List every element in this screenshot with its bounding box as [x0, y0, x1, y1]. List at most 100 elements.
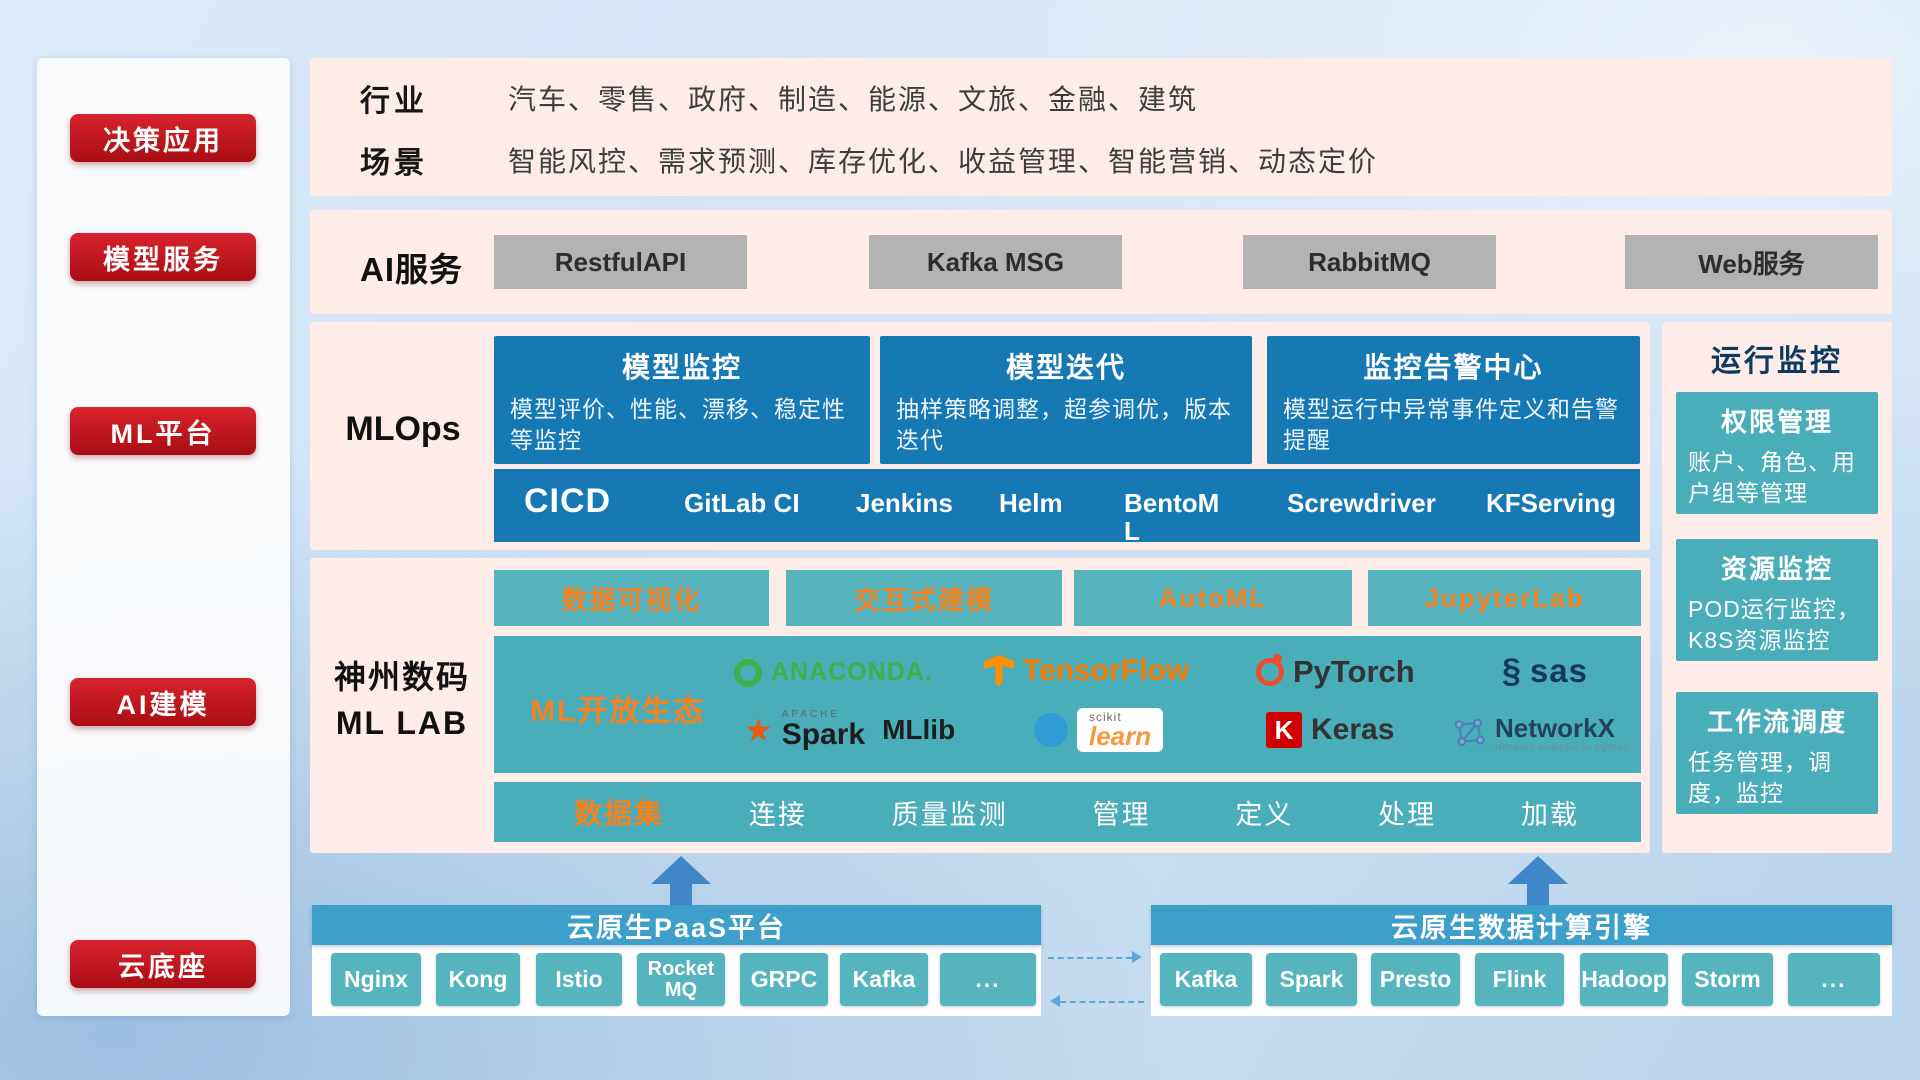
cicd-gitlab-ci: GitLab CI	[684, 488, 800, 518]
card-desc: 账户、角色、用户组等管理	[1688, 449, 1856, 507]
chip-kafka-engine: Kafka	[1160, 953, 1252, 1006]
card-model-monitoring: 模型监控 模型评价、性能、漂移、稳定性等监控	[494, 336, 870, 464]
arrow-head	[651, 856, 711, 884]
chip-presto: Presto	[1371, 953, 1460, 1006]
up-arrow-paas	[651, 856, 711, 906]
chip-nginx: Nginx	[331, 953, 421, 1006]
chip-engine-more: ...	[1788, 953, 1880, 1006]
sidebar-item-ml-platform: ML平台	[70, 407, 256, 455]
arrow-stem	[670, 884, 692, 906]
data-engine-bar: 云原生数据计算引擎	[1151, 905, 1892, 945]
sas-icon: §	[1502, 652, 1521, 690]
chip-kafka-paas: Kafka	[840, 953, 928, 1006]
card-desc: 抽样策略调整，超参调优，版本迭代	[896, 396, 1232, 454]
card-desc: 模型运行中异常事件定义和告警提醒	[1283, 396, 1619, 454]
ml-lab-panel: 神州数码 ML LAB 数据可视化 交互式建模 AutoML JupyterLa…	[310, 558, 1650, 853]
pytorch-icon	[1256, 654, 1284, 686]
card-desc: POD运行监控，K8S资源监控	[1688, 596, 1861, 654]
apache-label: APACHE	[781, 709, 841, 720]
cicd-kfserving: KFServing	[1486, 488, 1617, 518]
arrow-stem	[1527, 884, 1549, 906]
tool-interactive-modeling: 交互式建模	[786, 570, 1062, 626]
networkx-subtitle: Network Analysis in Python	[1495, 741, 1630, 752]
tensorflow-icon	[984, 655, 1014, 687]
mlops-label: MLOps	[345, 410, 461, 448]
dataset-load: 加载	[1520, 799, 1579, 830]
service-node-restfulapi: RestfulAPI	[494, 235, 747, 289]
scikit-label: scikit	[1089, 710, 1122, 724]
chip-rocketmq: RocketMQ	[637, 953, 725, 1006]
keras-wordmark: Keras	[1311, 713, 1395, 746]
tool-data-visualization: 数据可视化	[494, 570, 769, 626]
dataset-connect: 连接	[748, 799, 807, 830]
spark-wordmark: APACHE Spark	[782, 710, 865, 750]
learn-label: learn	[1089, 721, 1152, 751]
anaconda-logo: ANACONDA.	[734, 658, 933, 687]
mlops-panel: MLOps 模型监控 模型评价、性能、漂移、稳定性等监控 模型迭代 抽样策略调整…	[310, 322, 1650, 550]
scikit-learn-wordmark: scikit learn	[1077, 708, 1164, 752]
ml-ecosystem-label: ML开放生态	[530, 695, 706, 728]
pytorch-logo: PyTorch	[1256, 654, 1415, 690]
service-node-kafka-msg: Kafka MSG	[869, 235, 1122, 289]
ml-lab-label: 神州数码 ML LAB	[322, 654, 482, 747]
dashed-arrow-right-head	[1132, 951, 1142, 963]
industry-scene-panel: 行业 汽车、零售、政府、制造、能源、文旅、金融、建筑 场景 智能风控、需求预测、…	[310, 58, 1892, 196]
sidebar-item-cloud-base: 云底座	[70, 940, 256, 988]
left-rail: 决策应用 模型服务 ML平台 AI建模 云底座	[37, 58, 290, 1016]
chip-storm: Storm	[1682, 953, 1773, 1006]
chip-spark: Spark	[1266, 953, 1357, 1006]
dataset-quality: 质量监测	[891, 799, 1008, 830]
tensorflow-logo: TensorFlow	[984, 654, 1189, 688]
industry-label: 行业	[360, 85, 428, 118]
ml-lab-label-line2: ML LAB	[335, 705, 469, 742]
cicd-screwdriver: Screwdriver	[1287, 488, 1436, 518]
cloud-paas-bar: 云原生PaaS平台	[312, 905, 1041, 945]
sas-wordmark: sas	[1529, 652, 1588, 689]
up-arrow-data-engine	[1508, 856, 1568, 906]
card-permission-management: 权限管理 账户、角色、用户组等管理	[1676, 392, 1878, 514]
scene-list: 智能风控、需求预测、库存优化、收益管理、智能营销、动态定价	[508, 146, 1379, 177]
cicd-label: CICD	[524, 482, 612, 520]
sas-logo: § sas	[1502, 652, 1588, 690]
industry-list: 汽车、零售、政府、制造、能源、文旅、金融、建筑	[508, 84, 1199, 115]
ai-service-panel: AI服务 RestfulAPI Kafka MSG RabbitMQ Web服务	[310, 210, 1892, 314]
cicd-bentoml: BentoML	[1124, 488, 1220, 547]
runtime-monitor-title: 运行监控	[1711, 345, 1843, 378]
cicd-jenkins: Jenkins	[856, 488, 953, 518]
scikit-learn-icon	[1034, 713, 1068, 747]
chip-kong: Kong	[436, 953, 520, 1006]
card-workflow-scheduling: 工作流调度 任务管理，调度，监控	[1676, 692, 1878, 814]
chip-hadoop: Hadoop	[1580, 953, 1668, 1006]
spark-label: Spark	[781, 718, 866, 751]
dataset-define: 定义	[1235, 799, 1294, 830]
cicd-bar: CICD GitLab CI Jenkins Helm BentoML Scre…	[494, 469, 1640, 547]
service-node-rabbitmq: RabbitMQ	[1243, 235, 1496, 289]
dashed-arrow-right-line	[1048, 957, 1132, 959]
keras-logo: K Keras	[1266, 712, 1394, 748]
card-title: 监控告警中心	[1363, 352, 1544, 383]
card-resource-monitoring: 资源监控 POD运行监控，K8S资源监控	[1676, 539, 1878, 661]
networkx-label: NetworkX	[1495, 713, 1615, 743]
runtime-monitor-panel: 运行监控 权限管理 账户、角色、用户组等管理 资源监控 POD运行监控，K8S资…	[1662, 322, 1892, 853]
card-title: 模型迭代	[1005, 352, 1126, 383]
mllib-wordmark: MLlib	[882, 714, 956, 745]
card-title: 工作流调度	[1706, 707, 1847, 737]
service-node-web: Web服务	[1625, 235, 1878, 289]
chip-paas-more: ...	[940, 953, 1036, 1006]
card-desc: 模型评价、性能、漂移、稳定性等监控	[510, 396, 846, 454]
spark-star-icon: ★	[744, 712, 773, 748]
chip-grpc: GRPC	[740, 953, 828, 1006]
ml-ecosystem-box: ML开放生态 ANACONDA. TensorFlow PyTorch § sa…	[494, 636, 1641, 773]
dashed-arrow-left-head	[1050, 995, 1060, 1007]
spark-mllib-logo: ★ APACHE Spark MLlib	[744, 710, 955, 750]
ml-lab-label-line1: 神州数码	[333, 659, 470, 695]
tool-jupyterlab: JupyterLab	[1368, 570, 1641, 626]
dataset-manage: 管理	[1092, 799, 1151, 830]
dataset-label: 数据集	[574, 798, 665, 829]
card-model-iteration: 模型迭代 抽样策略调整，超参调优，版本迭代	[880, 336, 1252, 464]
anaconda-wordmark: ANACONDA.	[771, 658, 933, 686]
ai-service-label: AI服务	[360, 251, 463, 288]
keras-icon: K	[1266, 712, 1302, 748]
tensorflow-wordmark: TensorFlow	[1023, 654, 1190, 687]
